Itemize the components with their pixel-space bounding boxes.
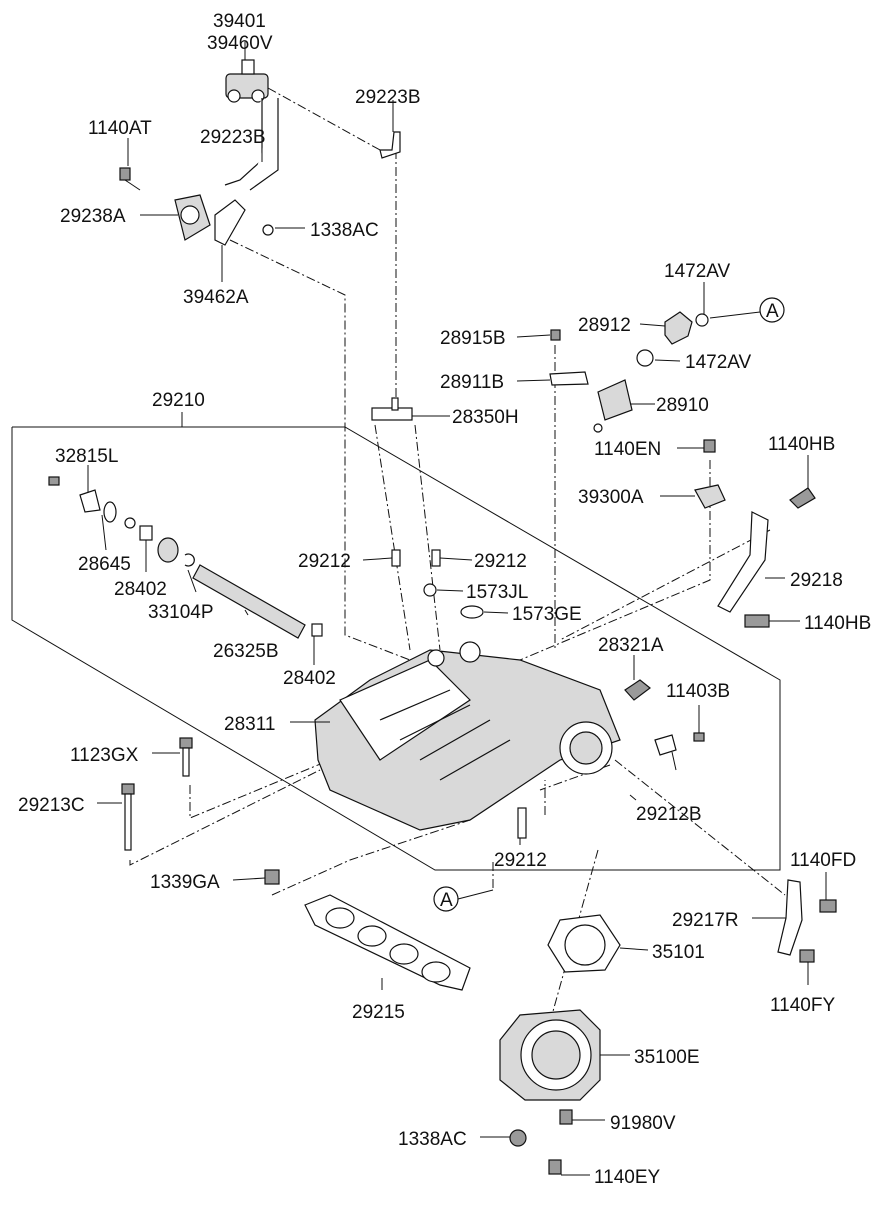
pressure-regulator-32815l bbox=[48, 476, 117, 523]
label-39460v: 39460V bbox=[207, 33, 273, 54]
o-rings-28402 bbox=[124, 517, 323, 637]
label-29212-right: 29212 bbox=[474, 551, 527, 572]
label-1573jl: 1573JL bbox=[466, 582, 528, 603]
label-1123gx: 1123GX bbox=[70, 745, 139, 766]
intake-manifold-28311 bbox=[314, 641, 621, 831]
label-28910: 28910 bbox=[656, 395, 709, 416]
label-29218: 29218 bbox=[790, 570, 843, 591]
bracket-29217r bbox=[777, 879, 837, 963]
label-39462a: 39462A bbox=[183, 287, 249, 308]
label-28350h: 28350H bbox=[452, 407, 519, 428]
label-39401: 39401 bbox=[213, 11, 266, 32]
purge-solenoid-valve bbox=[225, 59, 269, 103]
bolt-1140at bbox=[119, 167, 141, 191]
label-29223b-mid: 29223B bbox=[200, 127, 266, 148]
label-29212-bottom: 29212 bbox=[494, 850, 547, 871]
label-1339ga: 1339GA bbox=[150, 872, 220, 893]
valve-bracket bbox=[174, 194, 274, 246]
label-32815l: 32815L bbox=[55, 446, 118, 467]
sensor-28321a bbox=[624, 679, 651, 701]
connection-lines bbox=[129, 87, 786, 1041]
label-91980v: 91980V bbox=[610, 1113, 676, 1134]
throttle-body-35100e bbox=[499, 1009, 601, 1175]
label-1140hb-top: 1140HB bbox=[768, 434, 835, 455]
nut-1339ga bbox=[264, 869, 280, 885]
label-28912: 28912 bbox=[578, 315, 631, 336]
callout-a-bottom: A bbox=[440, 890, 453, 911]
label-39300a: 39300A bbox=[578, 487, 644, 508]
bracket-28911b bbox=[549, 371, 589, 386]
label-1140hb-bottom: 1140HB bbox=[804, 613, 871, 634]
bolt-1140en bbox=[703, 439, 716, 453]
label-1140en: 1140EN bbox=[594, 439, 661, 460]
vacuum-fitting-29223b bbox=[379, 131, 401, 159]
throttle-gasket-35101 bbox=[547, 914, 621, 973]
vacuum-tee-28350h bbox=[371, 397, 413, 421]
hose-29212-pair bbox=[391, 549, 441, 567]
label-28645: 28645 bbox=[78, 554, 131, 575]
bolt-29213c bbox=[121, 783, 135, 851]
label-35101: 35101 bbox=[652, 942, 705, 963]
label-1140at: 1140AT bbox=[88, 118, 152, 139]
label-1338ac-bottom: 1338AC bbox=[398, 1129, 467, 1150]
label-1573ge: 1573GE bbox=[512, 604, 582, 625]
bolt-1123gx bbox=[179, 737, 193, 777]
manifold-gasket-29215 bbox=[304, 894, 471, 991]
label-29212-left: 29212 bbox=[298, 551, 351, 572]
label-29213c: 29213C bbox=[18, 795, 85, 816]
label-11403b: 11403B bbox=[666, 681, 730, 702]
gaskets-1573 bbox=[423, 583, 484, 619]
label-1472av-mid: 1472AV bbox=[685, 352, 752, 373]
pcv-hose-28912 bbox=[664, 297, 785, 345]
label-28402-a: 28402 bbox=[114, 579, 167, 600]
fuel-rail-26325b bbox=[192, 564, 306, 639]
label-1338ac-top: 1338AC bbox=[310, 220, 379, 241]
label-29223b-top: 29223B bbox=[355, 87, 421, 108]
label-28321a: 28321A bbox=[598, 635, 664, 656]
label-28311: 28311 bbox=[224, 714, 275, 735]
label-29210: 29210 bbox=[152, 390, 205, 411]
bolt-1140hb-top bbox=[789, 487, 816, 509]
label-28915b: 28915B bbox=[440, 328, 506, 349]
label-29215: 29215 bbox=[352, 1002, 405, 1023]
damper-33104p bbox=[157, 537, 195, 567]
label-26325b: 26325B bbox=[213, 641, 279, 662]
label-35100e: 35100E bbox=[634, 1047, 700, 1068]
label-1140fd: 1140FD bbox=[790, 850, 856, 871]
callout-a-top: A bbox=[766, 301, 779, 322]
bracket-29218 bbox=[717, 511, 769, 613]
label-29238a: 29238A bbox=[60, 206, 126, 227]
stud-29212 bbox=[517, 807, 527, 839]
vacuum-hose bbox=[224, 98, 279, 191]
part-labels: 39401 39460V 29223B 1140AT 29223B 29238A… bbox=[18, 11, 871, 1188]
label-1140fy: 1140FY bbox=[770, 995, 835, 1016]
map-sensor-28910 bbox=[593, 379, 633, 433]
label-1472av-top: 1472AV bbox=[664, 261, 731, 282]
sensor-11403b bbox=[654, 732, 705, 771]
clamp-1472av bbox=[636, 349, 654, 367]
bolt-1140hb-bottom bbox=[744, 614, 770, 628]
sensor-39300a bbox=[694, 484, 726, 509]
label-1140ey: 1140EY bbox=[594, 1167, 661, 1188]
label-28402-b: 28402 bbox=[283, 668, 336, 689]
label-29212b: 29212B bbox=[636, 804, 702, 825]
label-28911b: 28911B bbox=[440, 372, 504, 393]
bolt-28915b bbox=[550, 329, 561, 341]
leader-lines bbox=[87, 42, 827, 1176]
label-33104p: 33104P bbox=[148, 602, 214, 623]
label-29217r: 29217R bbox=[672, 910, 739, 931]
